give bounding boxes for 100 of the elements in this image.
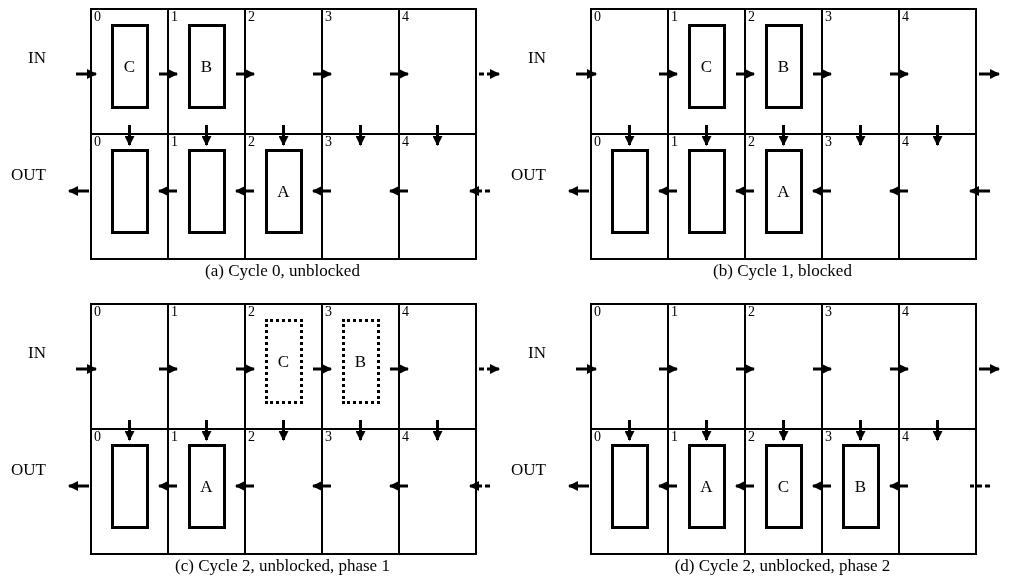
arrow: [658, 186, 677, 196]
arrow: [568, 481, 589, 491]
data-slot: [764, 24, 803, 109]
arrow: [735, 481, 754, 491]
arrow: [855, 125, 866, 146]
row-label: IN: [528, 48, 546, 67]
pipeline-stage: [167, 428, 246, 555]
arrow: [235, 481, 254, 491]
stage-number: 1: [671, 9, 678, 24]
pipeline-stage: [90, 8, 169, 135]
row-label: OUT: [11, 460, 46, 479]
arrow: [890, 364, 909, 374]
stage-number: 0: [594, 9, 601, 24]
data-slot: [764, 149, 803, 234]
data-slot: [764, 444, 803, 529]
stage-number: 2: [748, 304, 755, 319]
arrow: [355, 125, 366, 146]
pipeline-stage: [244, 428, 323, 555]
stage-number: 2: [748, 429, 755, 444]
arrow: [124, 420, 135, 441]
panel-caption: (a) Cycle 0, unblocked: [205, 261, 360, 280]
arrow: [855, 420, 866, 441]
pipeline-stage: [398, 133, 477, 260]
slot-letter: A: [700, 477, 713, 496]
slot-letter: B: [200, 57, 213, 76]
stage-number: 1: [171, 429, 178, 444]
arrow: [624, 125, 635, 146]
stage-number: 2: [248, 304, 255, 319]
stage-number: 2: [748, 134, 755, 149]
arrow: [312, 186, 331, 196]
arrow: [889, 186, 908, 196]
pipeline-stage: [90, 428, 169, 555]
row-label: IN: [528, 343, 546, 362]
stage-number: 3: [825, 9, 832, 24]
stage-number: 0: [594, 134, 601, 149]
arrow: [313, 364, 332, 374]
arrow: [979, 364, 1000, 374]
arrow: [624, 420, 635, 441]
arrow: [236, 69, 255, 79]
empty-slot: [687, 149, 726, 234]
pipeline-stage: [590, 133, 669, 260]
stage-number: 0: [94, 429, 101, 444]
arrow: [889, 481, 908, 491]
stage-number: 1: [171, 304, 178, 319]
panel-caption: (d) Cycle 2, unblocked, phase 2: [674, 556, 891, 575]
pipeline-stage: [898, 133, 977, 260]
arrow: [568, 186, 589, 196]
arrow: [390, 69, 409, 79]
stage-number: 3: [825, 429, 832, 444]
pipeline-stage: [321, 133, 400, 260]
stage-number: 0: [94, 134, 101, 149]
arrow: [201, 420, 212, 441]
arrow: [201, 125, 212, 146]
slot-letter: A: [200, 477, 213, 496]
stage-number: 0: [594, 429, 601, 444]
arrow: [313, 69, 332, 79]
stage-number: 2: [248, 134, 255, 149]
stage-number: 4: [902, 134, 909, 149]
arrow: [355, 420, 366, 441]
arrow: [735, 186, 754, 196]
arrow: [812, 186, 831, 196]
data-slot: [110, 24, 149, 109]
stage-number: 0: [94, 9, 101, 24]
arrow: [236, 364, 255, 374]
arrow: [278, 420, 289, 441]
data-slot: [841, 444, 880, 529]
stage-number: 0: [94, 304, 101, 319]
arrow: [158, 186, 177, 196]
arrow: [979, 69, 1000, 79]
arrow: [778, 420, 789, 441]
slot-letter: B: [354, 352, 367, 371]
stage-number: 3: [825, 304, 832, 319]
pipeline-stage: [398, 8, 477, 135]
pipeline-stage: [898, 303, 977, 430]
arrow: [479, 69, 500, 79]
panel-caption: (b) Cycle 1, blocked: [713, 261, 852, 280]
data-slot: [264, 149, 303, 234]
arrow: [969, 186, 990, 196]
arrow: [890, 69, 909, 79]
pipeline-stage: [590, 303, 669, 430]
arrow: [658, 481, 677, 491]
arrow: [813, 364, 832, 374]
row-label: IN: [28, 343, 46, 362]
stage-number: 3: [325, 304, 332, 319]
pipeline-stage: [667, 133, 746, 260]
arrow: [701, 420, 712, 441]
pipeline-stage: [90, 133, 169, 260]
stage-number: 2: [248, 429, 255, 444]
stage-number: 3: [325, 134, 332, 149]
stage-number: 3: [325, 9, 332, 24]
arrow: [576, 364, 597, 374]
data-slot: [341, 319, 380, 404]
empty-slot: [110, 444, 149, 529]
arrow: [576, 69, 597, 79]
stage-number: 0: [594, 304, 601, 319]
stage-number: 3: [825, 134, 832, 149]
arrow: [432, 125, 443, 146]
pipeline-stage: [167, 133, 246, 260]
stage-number: 1: [171, 134, 178, 149]
pipeline-stage: [744, 133, 823, 260]
